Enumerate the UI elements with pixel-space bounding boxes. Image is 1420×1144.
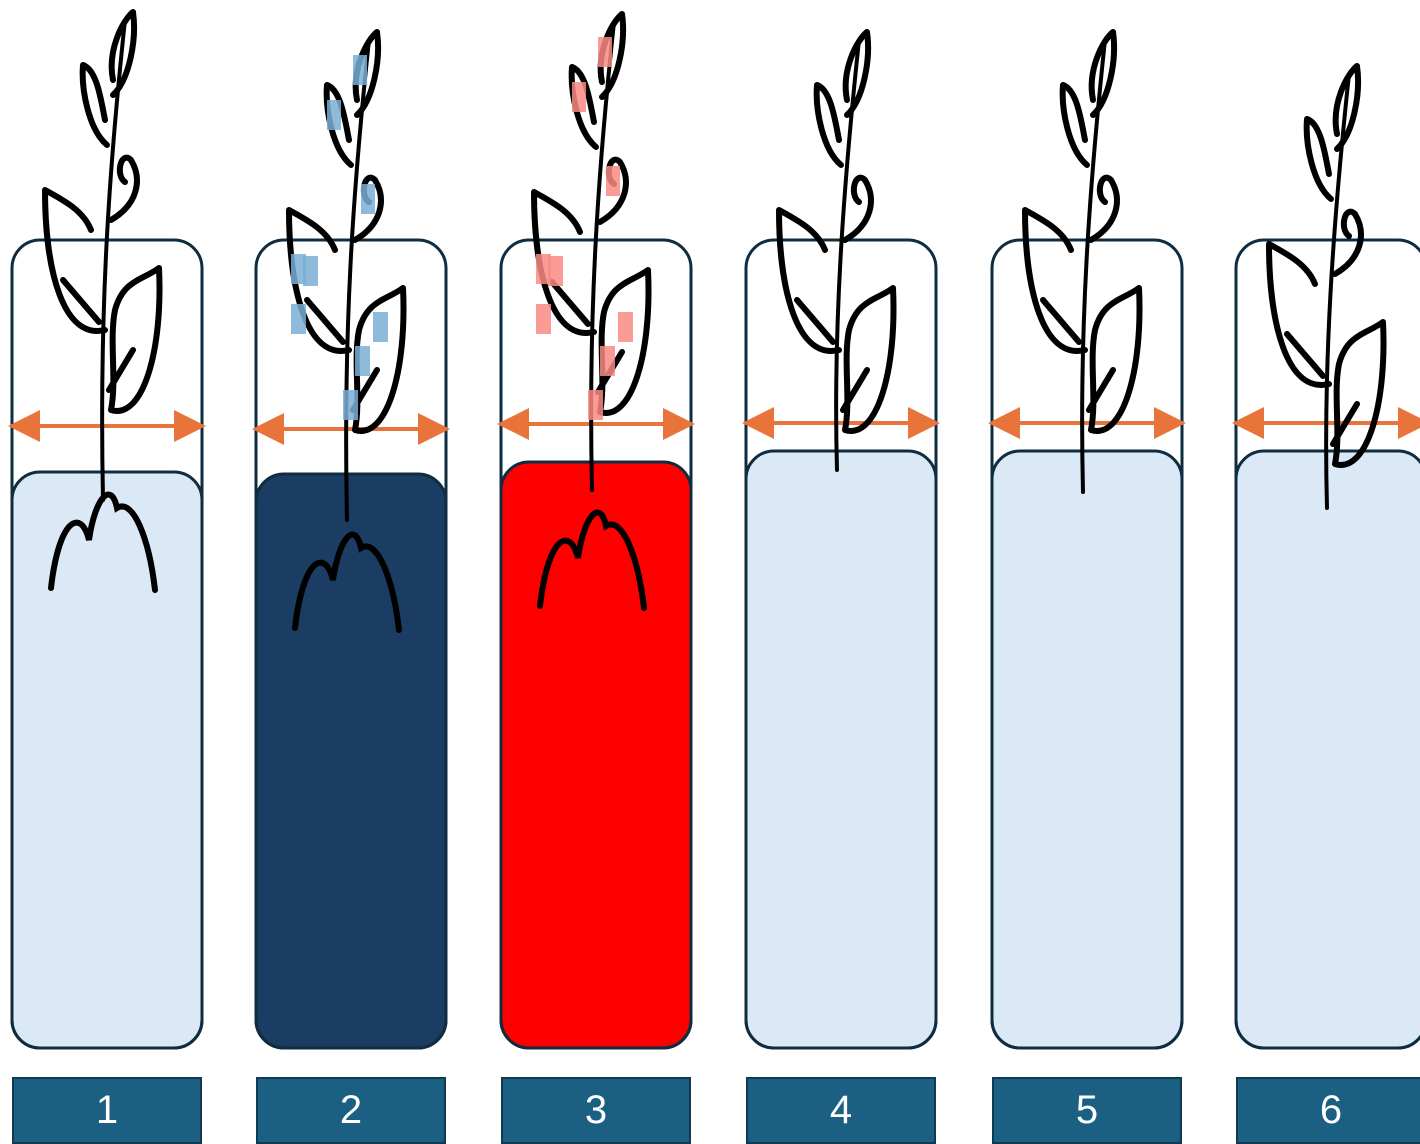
plant-leaf	[1330, 319, 1387, 468]
plant-stem	[100, 18, 127, 502]
plant-leaf	[568, 64, 599, 150]
speckle	[548, 256, 563, 286]
plant-icon	[1022, 29, 1143, 494]
tube-outline	[1234, 238, 1420, 1050]
tube-1	[8, 9, 206, 1050]
tube-liquid	[254, 472, 448, 1050]
speckle	[355, 346, 370, 376]
speckle	[291, 254, 306, 284]
plant-leaf	[108, 154, 140, 223]
plant-leaf	[79, 62, 110, 148]
speckle	[353, 55, 367, 85]
particle-speckles	[536, 37, 633, 420]
speckle	[361, 184, 375, 214]
root-icon	[292, 531, 402, 633]
plant-leaf	[813, 82, 844, 168]
plant-leaf	[1088, 174, 1120, 243]
plant-leaf	[842, 29, 871, 118]
plant-leaf	[323, 82, 354, 168]
tube-label-2: 2	[256, 1077, 446, 1144]
tube-2	[252, 29, 450, 1050]
plant-leaf	[286, 207, 352, 354]
plant-leaf	[42, 187, 108, 334]
tube-liquid	[990, 449, 1184, 1050]
tube-label-6: 6	[1236, 1077, 1420, 1144]
tube-liquid	[499, 460, 693, 1050]
speckle	[291, 304, 306, 334]
tube-5	[988, 29, 1186, 1050]
plant-stem	[344, 38, 371, 522]
plant-leaf	[842, 174, 874, 243]
plant-leaf	[840, 285, 897, 434]
plant-leaf	[1332, 208, 1364, 277]
speckle	[536, 254, 551, 284]
speckle	[618, 312, 633, 342]
plant-icon	[776, 29, 897, 472]
plant-icon	[42, 9, 163, 593]
tube-6	[1232, 63, 1420, 1050]
tube-label-5: 5	[992, 1077, 1182, 1144]
tube-3	[497, 11, 695, 1050]
plant-leaf	[1022, 207, 1088, 354]
plant-leaf	[108, 9, 137, 98]
tube-label-1: 1	[12, 1077, 202, 1144]
plant-leaf	[106, 265, 163, 414]
plant-leaf	[1266, 241, 1332, 388]
plant-leaf	[776, 207, 842, 354]
speckle	[588, 390, 603, 420]
tube-liquid	[744, 449, 938, 1050]
speckle	[536, 304, 551, 334]
tube-liquid	[10, 470, 204, 1050]
tube-label-3: 3	[501, 1077, 691, 1144]
root-icon	[537, 509, 647, 611]
plant-leaf	[1086, 285, 1143, 434]
speckle	[343, 390, 358, 420]
plant-leaf	[1332, 63, 1361, 152]
particle-speckles	[291, 55, 388, 420]
speckle	[373, 312, 388, 342]
tube-label-4: 4	[746, 1077, 936, 1144]
speckle	[303, 256, 318, 286]
plant-stem	[1324, 72, 1351, 510]
speckle	[572, 82, 586, 112]
root-icon	[48, 491, 158, 593]
tube-4	[742, 29, 940, 1050]
speckle	[600, 346, 615, 376]
plant-leaf	[1088, 29, 1117, 118]
speckle	[598, 37, 612, 67]
tube-liquid	[1234, 449, 1420, 1050]
speckle	[327, 100, 341, 130]
plant-leaf	[1303, 116, 1334, 202]
plant-leaf	[1059, 82, 1090, 168]
plant-stem	[1080, 38, 1107, 494]
plant-stem	[834, 38, 861, 472]
plant-leaf	[531, 189, 597, 336]
speckle	[606, 166, 620, 196]
plant-icon	[1266, 63, 1387, 510]
